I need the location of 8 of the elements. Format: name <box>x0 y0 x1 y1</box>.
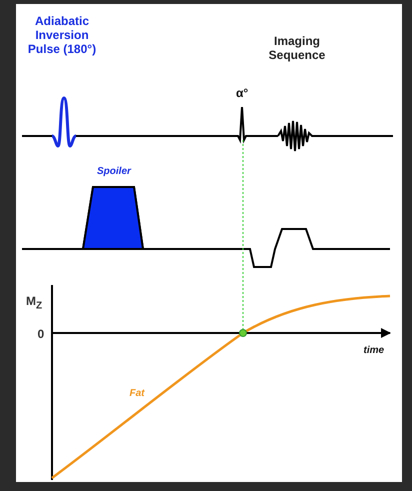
flip-angle-label: α° <box>236 86 248 100</box>
gradient-label: Spoiler <box>97 165 131 179</box>
axis-label: M$_{Z}$ <box>26 294 42 314</box>
axis-label: time <box>364 344 384 358</box>
curve-label: Fat <box>130 387 144 401</box>
axis-tick-label: 0 <box>38 327 44 341</box>
pulse-label: Adiabatic Inversion Pulse (180°) <box>26 14 98 56</box>
sequence-label: Imaging Sequence <box>268 34 326 62</box>
